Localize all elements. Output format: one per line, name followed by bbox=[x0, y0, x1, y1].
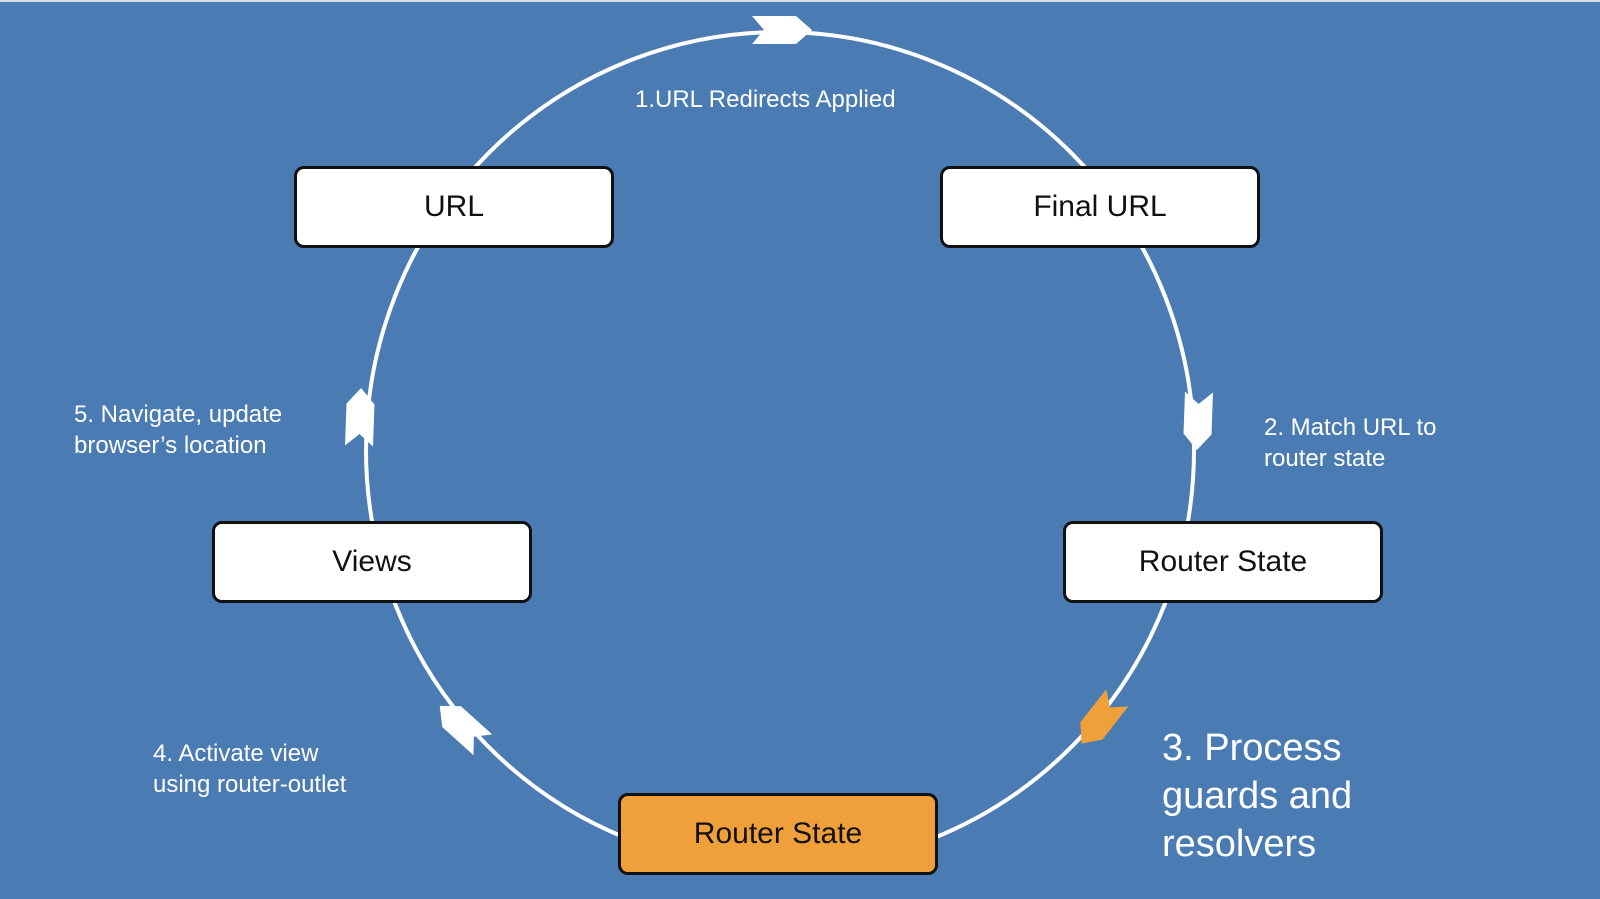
step5-text-line1: 5. Navigate, update bbox=[74, 401, 283, 428]
step3-label: 3. Process guards and resolvers bbox=[1162, 724, 1352, 868]
step4-text-line2: using router-outlet bbox=[153, 771, 347, 798]
node-final-url-label: Final URL bbox=[1033, 190, 1167, 223]
node-router-state-active: Router State bbox=[618, 793, 938, 875]
step4-label: 4. Activate view using router-outlet bbox=[153, 738, 346, 800]
step5-text-line2: browser’s location bbox=[74, 432, 267, 459]
step5-label: 5. Navigate, update browser’s location bbox=[74, 399, 282, 461]
step2-text-line2: router state bbox=[1264, 445, 1386, 472]
node-router-state-right: Router State bbox=[1063, 521, 1383, 603]
step2-label: 2. Match URL to router state bbox=[1264, 412, 1437, 474]
node-final-url: Final URL bbox=[940, 166, 1260, 248]
node-views-label: Views bbox=[332, 545, 412, 578]
cycle-ring bbox=[364, 30, 1196, 870]
step3-text-line2: guards and bbox=[1162, 775, 1353, 817]
step1-label: 1.URL Redirects Applied bbox=[635, 84, 896, 115]
arrow-step5-icon bbox=[345, 388, 375, 447]
node-router-state-active-label: Router State bbox=[693, 817, 863, 850]
node-url-label: URL bbox=[423, 190, 484, 223]
step3-text-line3: resolvers bbox=[1162, 823, 1317, 865]
node-router-state-right-label: Router State bbox=[1138, 545, 1308, 578]
top-border bbox=[0, 0, 1600, 2]
arrow-step2-icon bbox=[1183, 391, 1213, 450]
step3-text-line1: 3. Process bbox=[1162, 727, 1342, 769]
arrow-step4-icon bbox=[439, 705, 493, 756]
node-url: URL bbox=[294, 166, 614, 248]
arrow-step3-icon bbox=[1080, 689, 1129, 744]
node-views: Views bbox=[212, 521, 532, 603]
step4-text-line1: 4. Activate view bbox=[153, 740, 319, 767]
arrow-step1-icon bbox=[752, 16, 812, 44]
step1-text: 1.URL Redirects Applied bbox=[635, 86, 896, 113]
step2-text-line1: 2. Match URL to bbox=[1264, 414, 1437, 441]
